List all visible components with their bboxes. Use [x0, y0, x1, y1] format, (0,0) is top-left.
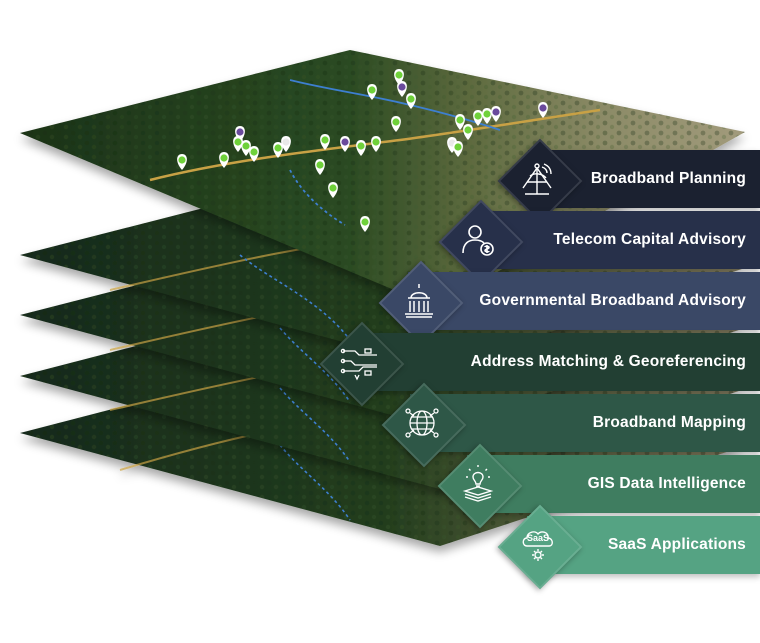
map-pin-dot [234, 138, 242, 146]
map-pin-dot [395, 71, 403, 79]
map-pin-dot [483, 110, 491, 118]
map-pin-dot [220, 154, 228, 162]
satellite-dish-icon [513, 154, 563, 204]
map-pin-dot [282, 138, 290, 146]
service-banner[interactable]: GIS Data Intelligence [467, 455, 760, 513]
globe-network-icon [397, 398, 447, 448]
map-pin-dot [236, 128, 244, 136]
service-label: Broadband Mapping [592, 414, 746, 431]
circuit-map-icon [335, 337, 385, 387]
map-pin-dot [357, 142, 365, 150]
service-banner[interactable]: Broadband Mapping [410, 394, 760, 452]
map-pin-dot [492, 108, 500, 116]
person-dollar-icon [454, 215, 504, 265]
map-pin-dot [316, 161, 324, 169]
service-banner[interactable]: Governmental Broadband Advisory [408, 272, 760, 330]
service-label: SaaS Applications [607, 536, 746, 553]
map-pin-dot [361, 218, 369, 226]
service-label: Governmental Broadband Advisory [479, 292, 746, 309]
map-pin-dot [398, 83, 406, 91]
map-pin-dot [474, 112, 482, 120]
map-pin-dot [407, 95, 415, 103]
map-pin-dot [368, 86, 376, 94]
map-pin-dot [321, 136, 329, 144]
map-pin-dot [372, 138, 380, 146]
map-pin-dot [178, 156, 186, 164]
service-banner[interactable]: Address Matching & Georeferencing [350, 333, 760, 391]
service-label: Telecom Capital Advisory [553, 231, 746, 248]
saas-badge-text: SaaS [526, 533, 550, 543]
map-pin-dot [392, 118, 400, 126]
map-pin-dot [464, 126, 472, 134]
map-pin-dot [242, 142, 250, 150]
service-label: Address Matching & Georeferencing [470, 353, 746, 370]
service-banner[interactable]: Telecom Capital Advisory [470, 211, 760, 269]
map-pin-dot [454, 143, 462, 151]
map-pin-dot [329, 184, 337, 192]
map-pin-dot [341, 138, 349, 146]
map-pin-dot [250, 148, 258, 156]
service-label: Broadband Planning [590, 170, 746, 187]
lightbulb-layers-icon [453, 459, 503, 509]
map-pin-dot [274, 144, 282, 152]
service-label: GIS Data Intelligence [587, 475, 746, 492]
map-pin-dot [456, 116, 464, 124]
cloud-gear-icon: SaaS [513, 520, 563, 570]
capitol-building-icon [394, 276, 444, 326]
location-pins [177, 69, 548, 232]
map-pin-dot [539, 104, 547, 112]
